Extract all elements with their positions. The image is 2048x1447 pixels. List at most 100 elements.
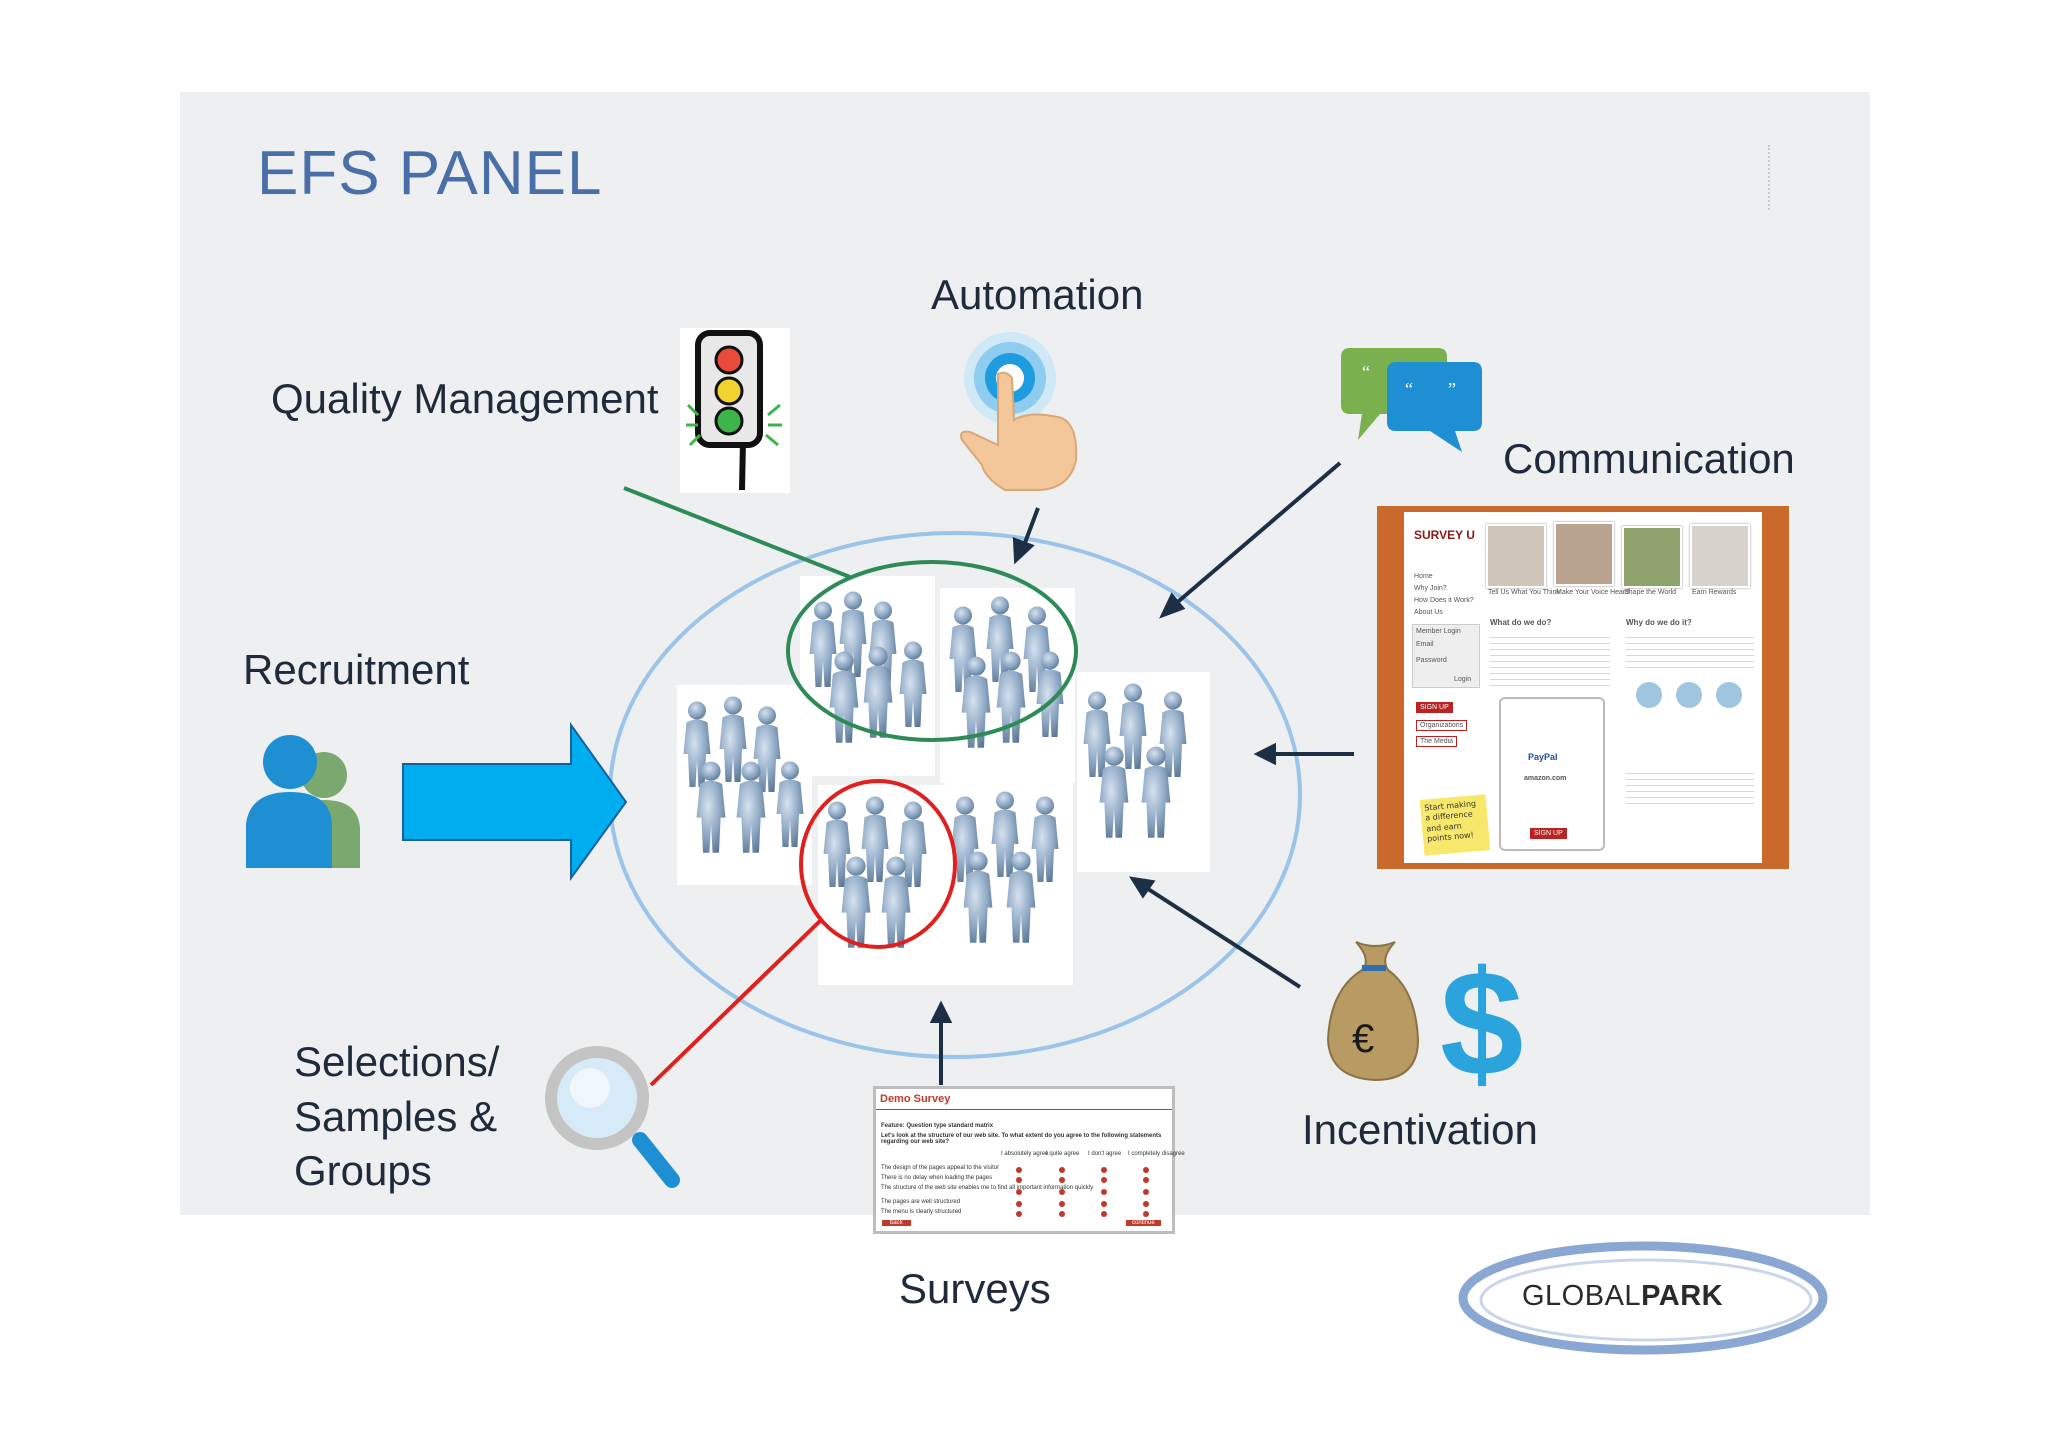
survey-radio[interactable] bbox=[1059, 1201, 1065, 1207]
survey-radio[interactable] bbox=[1016, 1189, 1022, 1195]
survey-continue-button: continue bbox=[1126, 1220, 1161, 1226]
selection-highlight-circle bbox=[799, 779, 957, 949]
survey-row-3: The structure of the web site enables me… bbox=[881, 1185, 1094, 1191]
crowd-bottom-left bbox=[818, 785, 953, 985]
label-quality-management: Quality Management bbox=[271, 375, 659, 422]
logo-part2: PARK bbox=[1641, 1280, 1724, 1312]
label-incentivation: Incentivation bbox=[1302, 1106, 1538, 1153]
logo-part1: GLOBAL bbox=[1522, 1280, 1642, 1312]
website-photo-4 bbox=[1690, 524, 1750, 588]
website-paypal: PayPal bbox=[1528, 752, 1558, 762]
survey-row-1: The design of the pages appeal to the vi… bbox=[881, 1165, 1000, 1171]
survey-col-4: I completely disagree bbox=[1128, 1151, 1185, 1157]
page-title: EFS PANEL bbox=[257, 139, 603, 208]
survey-question: Let's look at the structure of our web s… bbox=[881, 1133, 1162, 1145]
svg-text:“: “ bbox=[1405, 379, 1413, 399]
website-amazon: amazon.com bbox=[1524, 775, 1567, 782]
survey-row-2: There is no delay when loading the pages bbox=[881, 1175, 993, 1181]
quality-highlight-ellipse bbox=[786, 560, 1078, 742]
website-text-right bbox=[1626, 632, 1754, 672]
money-bag-icon: € bbox=[1326, 941, 1420, 1082]
survey-feature: Feature: Question type standard matrix bbox=[881, 1123, 994, 1129]
survey-title-rule bbox=[876, 1109, 1172, 1110]
survey-radio[interactable] bbox=[1143, 1177, 1149, 1183]
survey-radio[interactable] bbox=[1101, 1177, 1107, 1183]
label-communication: Communication bbox=[1503, 435, 1795, 482]
traffic-light-icon bbox=[680, 328, 790, 493]
website-login-box bbox=[1412, 624, 1480, 688]
website-photo-1 bbox=[1486, 524, 1546, 588]
label-selections-line3: Groups bbox=[294, 1147, 432, 1195]
website-nav-2: Why Join? bbox=[1414, 585, 1447, 592]
survey-radio[interactable] bbox=[1101, 1189, 1107, 1195]
website-photo-2 bbox=[1554, 522, 1614, 586]
website-sticky-text: Start making a difference and earn point… bbox=[1424, 799, 1477, 844]
survey-radio[interactable] bbox=[1143, 1167, 1149, 1173]
speech-bubbles-icon: “ “ ” bbox=[1341, 348, 1482, 452]
website-page: SURVEY U Home Why Join? How Does it Work… bbox=[1404, 512, 1762, 863]
quality-connector bbox=[623, 486, 851, 579]
website-nav-1: Home bbox=[1414, 573, 1433, 580]
survey-radio[interactable] bbox=[1143, 1189, 1149, 1195]
svg-text:”: ” bbox=[1448, 379, 1456, 399]
survey-row-5: The menu is clearly structured bbox=[881, 1209, 962, 1215]
survey-row-4: The pages are well structured bbox=[881, 1199, 961, 1205]
website-link-organizations: Organizations bbox=[1416, 720, 1468, 732]
label-automation: Automation bbox=[931, 271, 1144, 318]
magnifier-icon bbox=[545, 1046, 680, 1188]
label-selections: Selections/ Samples & Groups bbox=[294, 1035, 499, 1199]
website-step-2 bbox=[1676, 682, 1702, 708]
label-recruitment: Recruitment bbox=[243, 646, 470, 693]
survey-back-button: back bbox=[882, 1220, 911, 1226]
survey-radio[interactable] bbox=[1016, 1201, 1022, 1207]
website-signup-right: SIGN UP bbox=[1530, 828, 1567, 840]
crowd-right bbox=[1077, 672, 1210, 872]
survey-radio[interactable] bbox=[1059, 1167, 1065, 1173]
website-signup-panel bbox=[1499, 697, 1605, 851]
website-caption-3: Shape the World bbox=[1624, 589, 1677, 596]
website-password-label: Password bbox=[1416, 657, 1447, 664]
survey-radio[interactable] bbox=[1101, 1167, 1107, 1173]
survey-radio[interactable] bbox=[1016, 1167, 1022, 1173]
survey-col-3: I don't agree bbox=[1088, 1151, 1122, 1157]
survey-radio[interactable] bbox=[1059, 1211, 1065, 1217]
website-email-label: Email bbox=[1416, 641, 1434, 648]
website-step-1 bbox=[1636, 682, 1662, 708]
survey-radio[interactable] bbox=[1101, 1211, 1107, 1217]
survey-radio[interactable] bbox=[1016, 1177, 1022, 1183]
label-selections-line2: Samples & bbox=[294, 1092, 498, 1140]
survey-radio[interactable] bbox=[1059, 1177, 1065, 1183]
crowd-top-left bbox=[800, 576, 935, 776]
website-heading-right: Why do we do it? bbox=[1626, 618, 1692, 627]
touch-icon bbox=[960, 332, 1078, 491]
recruitment-arrow bbox=[402, 721, 628, 882]
survey-radio[interactable] bbox=[1101, 1201, 1107, 1207]
website-nav-4: About Us bbox=[1414, 609, 1443, 616]
website-screenshot: SURVEY U Home Why Join? How Does it Work… bbox=[1377, 506, 1789, 869]
survey-radio[interactable] bbox=[1143, 1211, 1149, 1217]
survey-radio[interactable] bbox=[1016, 1211, 1022, 1217]
svg-text:“: “ bbox=[1362, 362, 1370, 382]
survey-col-1: I absolutely agree bbox=[1001, 1151, 1049, 1157]
survey-screenshot: Demo Survey Feature: Question type stand… bbox=[873, 1086, 1185, 1234]
globalpark-logo bbox=[1458, 1241, 1828, 1355]
website-signup-left: SIGN UP bbox=[1416, 702, 1453, 714]
website-sticky-note: Start making a difference and earn point… bbox=[1419, 794, 1491, 856]
survey-title: Demo Survey bbox=[880, 1093, 951, 1105]
selection-connector bbox=[649, 919, 822, 1087]
survey-col-2: I quite agree bbox=[1046, 1151, 1080, 1157]
label-selections-line1: Selections/ bbox=[294, 1038, 500, 1085]
website-member-login: Member Login bbox=[1416, 628, 1461, 635]
users-icon bbox=[246, 735, 360, 868]
website-step-3 bbox=[1716, 682, 1742, 708]
survey-radio[interactable] bbox=[1143, 1201, 1149, 1207]
globalpark-logo-text: GLOBALPARK bbox=[1522, 1280, 1723, 1313]
website-heading-left: What do we do? bbox=[1490, 618, 1552, 627]
website-caption-2: Make Your Voice Heard bbox=[1556, 589, 1630, 596]
website-text-left bbox=[1490, 632, 1610, 687]
website-photo-3 bbox=[1622, 526, 1682, 588]
survey-radio[interactable] bbox=[1059, 1189, 1065, 1195]
divider-line bbox=[1768, 145, 1770, 210]
website-caption-4: Earn Rewards bbox=[1692, 589, 1737, 596]
